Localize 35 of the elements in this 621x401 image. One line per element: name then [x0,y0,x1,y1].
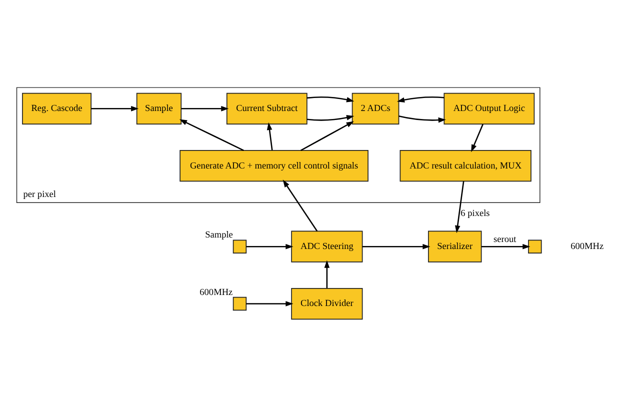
arrow [454,181,464,234]
arrow [306,96,354,102]
arrow [471,124,484,152]
edge-label: 6 pixels [460,208,490,219]
arrow [246,244,294,250]
arrow [246,301,294,306]
node-box: ADC result calculation, MUX [400,150,532,182]
arrow [398,116,446,123]
node-box: ADC Output Logic [444,92,535,124]
node-box [528,240,542,254]
arrow [300,121,354,151]
node-box: Reg. Cascode [22,92,92,124]
node-box [232,240,247,254]
node-box: Serializer [428,230,482,262]
arrow [482,244,530,250]
node-box: Clock Divider [291,288,363,320]
arrow [181,106,229,112]
label: 600MHz [570,242,604,252]
node-label: Sample [205,230,233,241]
edge-label: serout [494,234,516,245]
node-label: 600MHz [200,288,233,298]
arrow [396,96,444,103]
arrow [324,260,330,288]
node-box: 2 ADCs [352,92,400,124]
arrow [306,115,354,121]
arrow [282,180,318,232]
arrow [266,122,273,150]
node-box: Generate ADC + memory cell control signals [180,150,368,182]
node-box: Sample [136,92,182,124]
node-box: ADC Steering [291,230,363,262]
node-box [232,296,247,311]
arrow [179,119,244,151]
arrow [362,244,430,250]
arrow [91,106,139,112]
node-box: Current Subtract [226,92,308,124]
